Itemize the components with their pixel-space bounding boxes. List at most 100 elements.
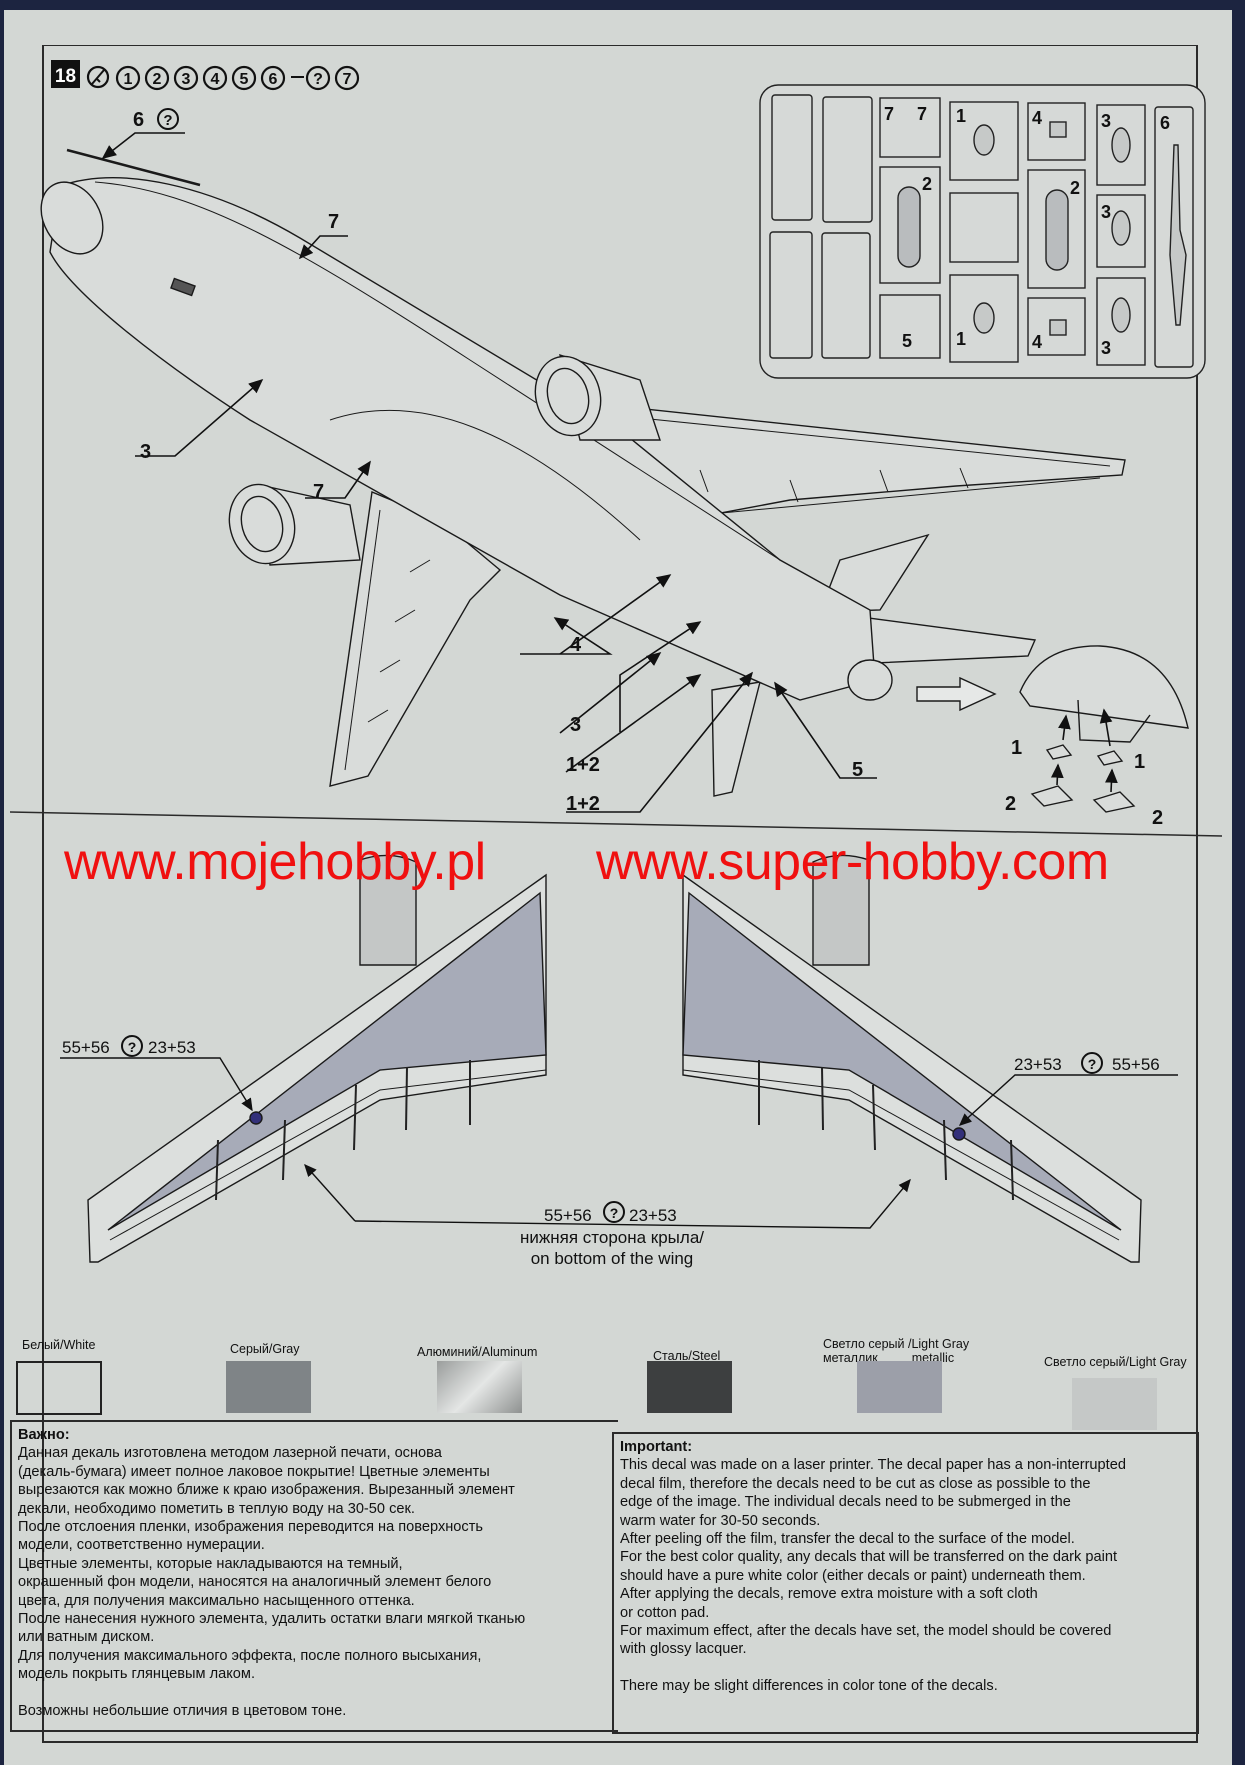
part-number-7: 7: [334, 65, 360, 91]
note-line: For maximum effect, after the decals hav…: [620, 1623, 1112, 1640]
step-number: 18: [55, 66, 76, 87]
bottom-label-ru: нижняя сторона крыла/: [520, 1228, 704, 1247]
decal-symbol-icon: ?: [603, 1201, 625, 1223]
bottom-label-en: on bottom of the wing: [531, 1249, 694, 1268]
note-line: warm water for 30-50 seconds.: [620, 1512, 821, 1529]
sprue-decal-label: 7: [884, 104, 894, 124]
note-line: with glossy lacquer.: [620, 1641, 747, 1658]
callout-7-fuselage: 7: [328, 211, 339, 233]
sprue-decal-label: 4: [1032, 108, 1042, 128]
detail-arrow-icon: [916, 676, 997, 712]
detail-label-2-left: 2: [1005, 793, 1016, 815]
note-line: вырезаются как можно ближе к краю изобра…: [18, 1482, 515, 1499]
callout-4: 4: [570, 634, 582, 656]
svg-text:4: 4: [211, 71, 220, 88]
note-line: цвета, для получения максимально насыщен…: [18, 1592, 415, 1609]
svg-text:?: ?: [128, 1039, 137, 1055]
knife-icon: [86, 65, 110, 89]
decal-symbol-icon: ?: [305, 65, 331, 91]
note-line: This decal was made on a laser printer. …: [620, 1457, 1126, 1474]
swatch-light-gray: [1072, 1378, 1157, 1430]
note-line: Цветные элементы, которые накладываются …: [18, 1555, 403, 1572]
note-line: модели, соответственно нумерации.: [18, 1537, 265, 1554]
callout-3-belly: 3: [140, 441, 151, 463]
wing-labels: 55+56 ? 23+53 23+53 ? 55+56 55+56 ? 23+5…: [62, 1035, 1160, 1268]
pitot-probe: [66, 148, 201, 187]
right-label-b: 55+56: [1112, 1055, 1160, 1074]
callout-3-rear: 3: [570, 714, 581, 736]
part-number-3: 3: [173, 65, 199, 91]
nose-cone: [40, 181, 104, 255]
svg-text:3: 3: [182, 71, 191, 88]
callout-1-2-a: 1+2: [566, 754, 600, 776]
decal-symbol-icon: ?: [157, 108, 179, 130]
callout-5: 5: [852, 759, 863, 781]
color-label-aluminum: Алюминий/Aluminum: [417, 1345, 538, 1359]
color-label-light-gray-metallic-line1: Светло серый /Light Gray: [823, 1337, 970, 1351]
svg-text:55+56: 55+56: [62, 1038, 110, 1057]
notes-ru-footer: Возможны небольшие отличия в цветовом то…: [18, 1702, 347, 1719]
notes-russian: Важно: Данная декаль изготовлена методом…: [10, 1420, 618, 1732]
notes-ru-title: Важно:: [18, 1427, 70, 1443]
sprue-decal-label: 2: [1070, 178, 1080, 198]
sprue-decal-label: 1: [956, 329, 966, 349]
left-engine-nacelle: [359, 854, 417, 966]
fuselage-vent: [170, 277, 196, 297]
part-number-2: 2: [144, 65, 170, 91]
svg-text:5: 5: [240, 71, 249, 88]
note-line: Для получения максимального эффекта, пос…: [18, 1647, 482, 1664]
callout-1-2-b: 1+2: [566, 793, 600, 815]
right-engine-nacelle: [812, 854, 870, 966]
note-line: или ватным диском.: [18, 1629, 155, 1646]
bottom-label-b: 23+53: [629, 1206, 677, 1225]
svg-text:?: ?: [313, 71, 323, 88]
sprue-decal-label: 7: [917, 104, 927, 124]
callout-leaders: [101, 132, 1118, 813]
sprue-decal-label: 5: [902, 331, 912, 351]
swatch-white: [16, 1361, 102, 1415]
note-line: For the best color quality, any decals t…: [620, 1549, 1117, 1566]
part-number-6: 6: [260, 65, 286, 91]
color-label-steel: Сталь/Steel: [653, 1349, 721, 1363]
sheet-frame: [42, 45, 1198, 1743]
left-label-b: 23+53: [148, 1038, 196, 1057]
color-label-light-gray: Светло серый/Light Gray: [1044, 1355, 1187, 1369]
detail-parts: [1030, 744, 1136, 813]
svg-text:?: ?: [610, 1205, 619, 1221]
wing-leaders: [60, 1057, 1178, 1229]
notes-en-footer: There may be slight differences in color…: [620, 1677, 998, 1694]
sprue-decal-label: 3: [1101, 202, 1111, 222]
note-line: After peeling off the film, transfer the…: [620, 1531, 1075, 1548]
svg-text:1: 1: [124, 71, 133, 88]
notes-en-title: Important:: [620, 1439, 693, 1455]
note-line: Данная декаль изготовлена методом лазерн…: [18, 1445, 442, 1462]
detail-label-1-right: 1: [1134, 751, 1145, 773]
sprue-decal-label: 2: [922, 174, 932, 194]
swatch-aluminum: [437, 1361, 522, 1413]
watermark-mojehobby: www.mojehobby.pl: [64, 833, 486, 891]
swatch-gray: [226, 1361, 311, 1413]
left-label-a: 55+56: [62, 1038, 110, 1057]
part-number-1: 1: [115, 65, 141, 91]
note-line: После отслоения пленки, изображения пере…: [18, 1519, 483, 1536]
note-line: модель покрыть глянцевым лаком.: [18, 1666, 256, 1683]
note-line: or cotton pad.: [620, 1604, 710, 1621]
sprue-decal-label: 1: [956, 106, 966, 126]
swatch-steel: [647, 1361, 732, 1413]
note-line: edge of the image. The individual decals…: [620, 1494, 1071, 1511]
callout-7-wingroot: 7: [313, 481, 324, 503]
note-line: окрашенный фон модели, наносятся на анал…: [18, 1574, 492, 1591]
wing-bottom-right: [682, 854, 1142, 1263]
svg-text:7: 7: [343, 71, 352, 88]
wing-bottom-left: [87, 854, 547, 1263]
note-line: decal film, therefore the decals need to…: [620, 1475, 1091, 1492]
step-number-box: [51, 60, 80, 88]
svg-text:6: 6: [269, 71, 278, 88]
sprue-decal-label: 6: [1160, 113, 1170, 133]
detail-label-1-left: 1: [1011, 737, 1022, 759]
right-label-a: 23+53: [1014, 1055, 1062, 1074]
notes-english: Important: This decal was made on a lase…: [612, 1432, 1199, 1734]
sprue-decal-label: 3: [1101, 111, 1111, 131]
section-divider: [9, 811, 1223, 837]
